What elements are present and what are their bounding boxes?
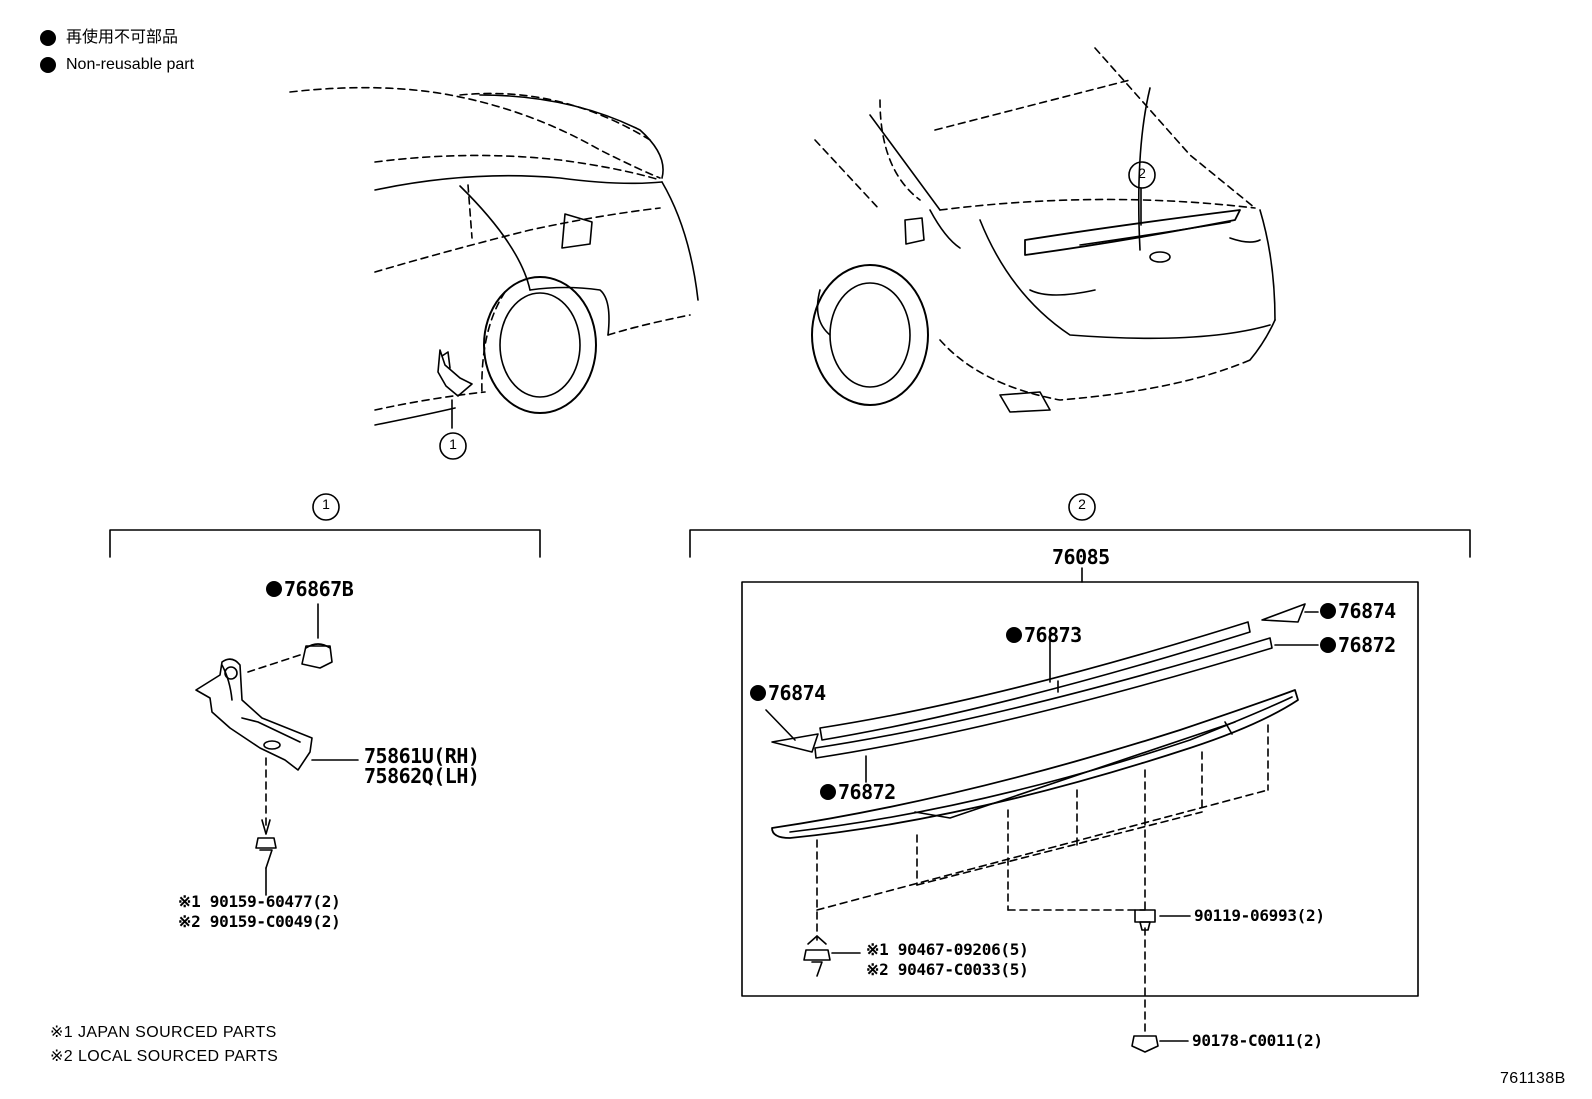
part-90467-c0033[interactable]: ※2 90467-C0033(5)	[866, 960, 1029, 979]
non-reusable-dot-icon	[40, 30, 56, 46]
part-number: 76085	[1052, 545, 1110, 569]
part-number: 75862Q(LH)	[364, 764, 480, 788]
part-90467-09206[interactable]: ※1 90467-09206(5)	[866, 940, 1029, 959]
part-number: ※1 90467-09206(5)	[866, 940, 1029, 959]
non-reusable-dot-icon	[750, 685, 766, 701]
part-number: ※2 90159-C0049(2)	[178, 912, 341, 931]
part-number: 76872	[1338, 633, 1396, 657]
group-2-parts	[765, 603, 1319, 1053]
part-75861u[interactable]: 75861U(RH)	[364, 744, 480, 768]
car-1-number: 1	[449, 436, 457, 452]
part-number: 76872	[838, 780, 896, 804]
part-number: 76874	[1338, 599, 1396, 623]
legend-english: Non-reusable part	[40, 57, 194, 73]
legend-japanese-text: 再使用不可部品	[66, 29, 179, 46]
rear-quarter-view-left	[289, 86, 699, 460]
note-text: ※2 LOCAL SOURCED PARTS	[50, 1048, 279, 1065]
rear-view-right	[811, 47, 1276, 413]
part-76085[interactable]: 76085	[1052, 547, 1110, 567]
part-90159-60477[interactable]: ※1 90159-60477(2)	[178, 892, 341, 911]
legend-japanese: 再使用不可部品	[40, 30, 178, 46]
part-number: 75861U(RH)	[364, 744, 480, 768]
note-japan-sourced: ※1 JAPAN SOURCED PARTS	[50, 1025, 277, 1041]
part-number: 90119-06993(2)	[1194, 906, 1325, 925]
non-reusable-dot-icon	[40, 57, 56, 73]
part-76874-left[interactable]: 76874	[750, 683, 826, 703]
group-2-number: 2	[1078, 496, 1086, 512]
non-reusable-dot-icon	[1320, 637, 1336, 653]
part-number: 76874	[768, 681, 826, 705]
group-1-number: 1	[322, 496, 330, 512]
part-90178-c0011[interactable]: 90178-C0011(2)	[1192, 1033, 1323, 1049]
part-76867b[interactable]: 76867B	[266, 577, 354, 601]
car-2-number: 2	[1138, 165, 1146, 181]
non-reusable-dot-icon	[1320, 603, 1336, 619]
part-number: 90178-C0011(2)	[1192, 1031, 1323, 1050]
part-75862q[interactable]: 75862Q(LH)	[364, 764, 480, 788]
part-number: 76867B	[284, 577, 354, 601]
legend-english-text: Non-reusable part	[66, 56, 195, 73]
note-text: ※1 JAPAN SOURCED PARTS	[50, 1024, 277, 1041]
assembly-frame	[741, 581, 1419, 997]
group-1-parts	[195, 603, 359, 896]
part-number: ※1 90159-60477(2)	[178, 892, 341, 911]
non-reusable-dot-icon	[266, 581, 282, 597]
group-1-bracket	[109, 493, 541, 558]
part-76872-right[interactable]: 76872	[1320, 635, 1396, 655]
figure-id: 761138B	[1500, 1071, 1566, 1087]
part-76874-right[interactable]: 76874	[1320, 601, 1396, 621]
part-90119-06993[interactable]: 90119-06993(2)	[1194, 908, 1325, 924]
part-76872-left[interactable]: 76872	[820, 782, 896, 802]
figure-id-text: 761138B	[1500, 1070, 1566, 1087]
note-local-sourced: ※2 LOCAL SOURCED PARTS	[50, 1049, 278, 1065]
group-2-bracket	[689, 493, 1471, 997]
non-reusable-dot-icon	[1006, 627, 1022, 643]
part-number: ※2 90467-C0033(5)	[866, 960, 1029, 979]
part-number: 76873	[1024, 623, 1082, 647]
part-76873[interactable]: 76873	[1006, 625, 1082, 645]
non-reusable-dot-icon	[820, 784, 836, 800]
part-90159-c0049[interactable]: ※2 90159-C0049(2)	[178, 912, 341, 931]
